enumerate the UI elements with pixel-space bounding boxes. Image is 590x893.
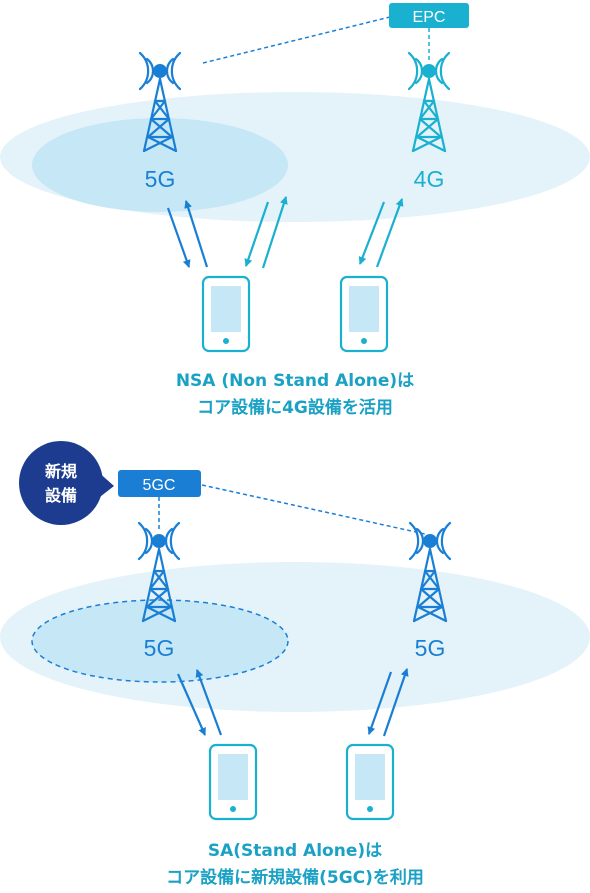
nsa-caption: NSA (Non Stand Alone)は コア設備に4G設備を活用: [0, 368, 590, 422]
nsa-section: EPC 5G 4G: [0, 3, 590, 353]
sa-section: 新規 設備 5GC 5G 5G: [0, 441, 590, 821]
sa-tower-5g-right-label: 5G: [415, 635, 446, 661]
nsa-5g-coverage: [32, 118, 288, 212]
smartphone-icon: [345, 743, 395, 821]
sa-5g-new-coverage: [31, 599, 289, 683]
sa-caption-line2: コア設備に新規設備(5GC)を利用: [166, 868, 424, 888]
nsa-caption-line1: NSA (Non Stand Alone)は: [175, 371, 415, 391]
uplink-arrow: [382, 668, 409, 737]
new-badge-line1: 新規: [45, 462, 77, 481]
nsa-connection-line-5g: [202, 16, 391, 64]
downlink-arrow: [358, 201, 386, 265]
downlink-arrow: [176, 673, 207, 736]
5gc-label: 5GC: [143, 477, 176, 494]
uplink-arrow: [261, 196, 288, 269]
smartphone-icon: [208, 743, 258, 821]
downlink-arrow: [367, 671, 393, 735]
sa-connection-line-right: [201, 484, 426, 535]
epc-label: EPC: [413, 9, 446, 26]
new-equipment-badge: 新規 設備: [19, 441, 114, 525]
nsa-tower-5g-label: 5G: [145, 166, 176, 192]
sa-caption-line1: SA(Stand Alone)は: [207, 841, 383, 861]
new-badge-line2: 設備: [45, 486, 77, 505]
uplink-arrow: [375, 198, 404, 268]
downlink-arrow: [244, 201, 270, 267]
epc-box: EPC: [389, 3, 469, 28]
uplink-arrow: [184, 200, 209, 268]
uplink-arrow: [195, 669, 223, 736]
downlink-arrow: [166, 207, 191, 268]
smartphone-icon: [339, 275, 389, 353]
sa-caption: SA(Stand Alone)は コア設備に新規設備(5GC)を利用: [0, 838, 590, 892]
smartphone-icon: [201, 275, 251, 353]
5gc-box: 5GC: [118, 470, 201, 497]
nsa-tower-4g-label: 4G: [414, 166, 445, 192]
nsa-caption-line2: コア設備に4G設備を活用: [197, 398, 393, 418]
sa-tower-5g-left-label: 5G: [144, 635, 175, 661]
